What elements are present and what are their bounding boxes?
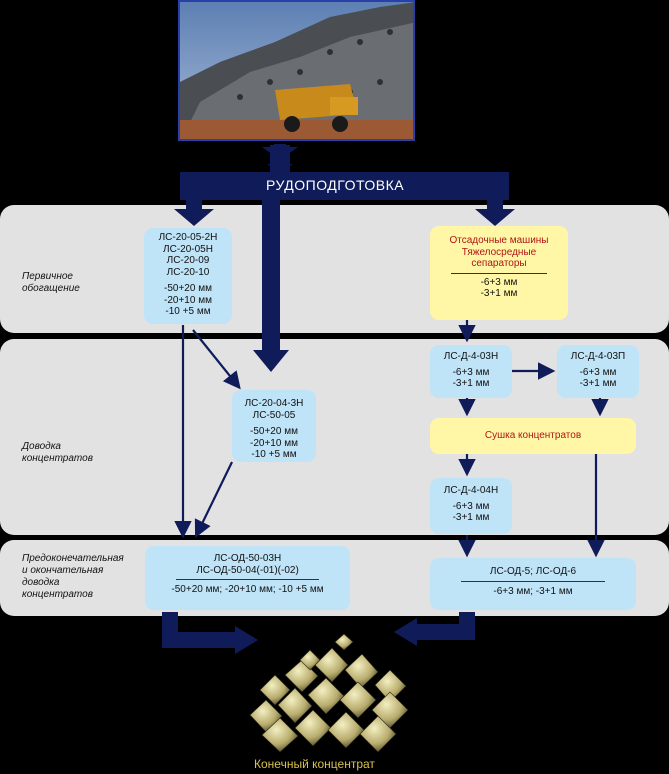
box-ls-20-04-sizes: -50+20 мм -20+10 мм -10 +5 мм (250, 426, 298, 460)
box-lsd-4-03n: ЛС-Д-4-03Н -6+3 мм -3+1 мм (430, 345, 512, 398)
box-lsd-4-03n-models: ЛС-Д-4-03Н (443, 351, 499, 362)
dump-truck-icon (275, 84, 358, 132)
box-lsd-4-04n: ЛС-Д-4-04Н -6+3 мм -3+1 мм (430, 478, 512, 534)
box-lsod-50: ЛС-ОД-50-03Н ЛС-ОД-50-04(-01)(-02) -50+2… (145, 546, 350, 610)
box-drying: Сушка концентратов (430, 418, 636, 454)
box-lsod-5: ЛС-ОД-5; ЛС-ОД-6 -6+3 мм; -3+1 мм (430, 558, 636, 610)
box-jig-models: Отсадочные машины Тяжелосредные сепарато… (449, 235, 549, 269)
box-lsod-5-models: ЛС-ОД-5; ЛС-ОД-6 (489, 566, 577, 577)
box-lsd-4-03n-sizes: -6+3 мм -3+1 мм (452, 366, 490, 390)
box-lsd-4-03p-models: ЛС-Д-4-03П (570, 351, 626, 362)
box-lsd-4-04n-models: ЛС-Д-4-04Н (443, 485, 499, 496)
stage-label-final: Предоконечательная и окончательная довод… (22, 553, 124, 600)
box-lsd-4-03p-sizes: -6+3 мм -3+1 мм (579, 366, 617, 390)
box-lsod-5-sizes: -6+3 мм; -3+1 мм (493, 585, 573, 597)
final-concentrate-caption: Конечный концентрат (254, 757, 375, 771)
ore-truck-image (180, 2, 413, 139)
stage-label-finishing: Доводка концентратов (22, 441, 93, 464)
box-lsod-50-models: ЛС-ОД-50-03Н ЛС-ОД-50-04(-01)(-02) (196, 553, 299, 576)
box-ls-20-05-sizes: -50+20 мм -20+10 мм -10 +5 мм (164, 283, 212, 317)
box-ls-20-04: ЛС-20-04-3Н ЛС-50-05 -50+20 мм -20+10 мм… (232, 390, 316, 462)
ore-pile-photo (178, 0, 415, 141)
box-ls-20-05-models: ЛС-20-05-2Н ЛС-20-05Н ЛС-20-09 ЛС-20-10 (158, 232, 218, 278)
diamonds-concentrate-image (249, 633, 409, 753)
box-lsd-4-04n-sizes: -6+3 мм -3+1 мм (452, 500, 490, 524)
box-drying-label: Сушка концентратов (484, 430, 582, 441)
ore-preparation-title: РУДОПОДГОТОВКА (266, 177, 405, 193)
box-ls-20-05: ЛС-20-05-2Н ЛС-20-05Н ЛС-20-09 ЛС-20-10 … (144, 228, 232, 324)
box-jig-sizes: -6+3 мм -3+1 мм (480, 276, 518, 300)
box-lsod-50-sizes: -50+20 мм; -20+10 мм; -10 +5 мм (171, 584, 324, 595)
box-jig-separators: Отсадочные машины Тяжелосредные сепарато… (430, 226, 568, 320)
stage-label-primary: Первичное обогащение (22, 271, 80, 294)
box-lsd-4-03p: ЛС-Д-4-03П -6+3 мм -3+1 мм (557, 345, 639, 398)
box-ls-20-04-models: ЛС-20-04-3Н ЛС-50-05 (244, 398, 304, 421)
